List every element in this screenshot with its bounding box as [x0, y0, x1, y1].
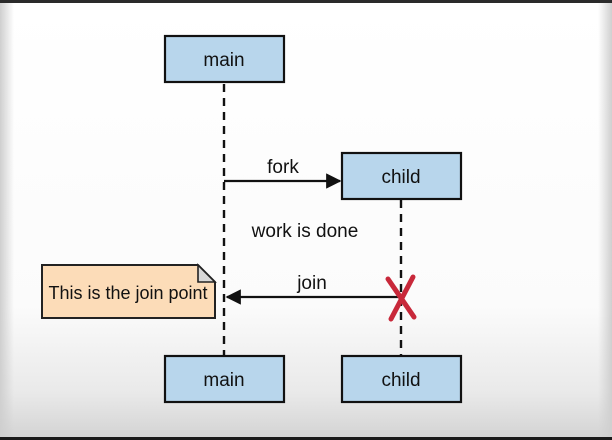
join-point-note-label: This is the join point: [48, 283, 207, 303]
main-participant-bottom-label: main: [203, 370, 244, 391]
join-point-note: This is the join point: [41, 263, 217, 319]
child-participant-bottom: child: [340, 354, 463, 404]
x-mark-icon: [385, 274, 417, 322]
work-done-annotation: work is done: [251, 221, 359, 242]
fork-label: fork: [267, 157, 299, 178]
main-participant-bottom: main: [163, 354, 286, 404]
child-participant-bottom-label: child: [381, 370, 420, 391]
child-participant-top: child: [340, 151, 463, 201]
main-participant-top: main: [163, 34, 286, 84]
join-message: join: [225, 273, 399, 305]
join-label: join: [296, 273, 327, 294]
main-participant-top-label: main: [203, 50, 244, 71]
sequence-diagram: main child fork work is done join Thi: [41, 34, 463, 404]
child-participant-top-label: child: [381, 167, 420, 188]
fork-message: fork: [224, 157, 342, 189]
